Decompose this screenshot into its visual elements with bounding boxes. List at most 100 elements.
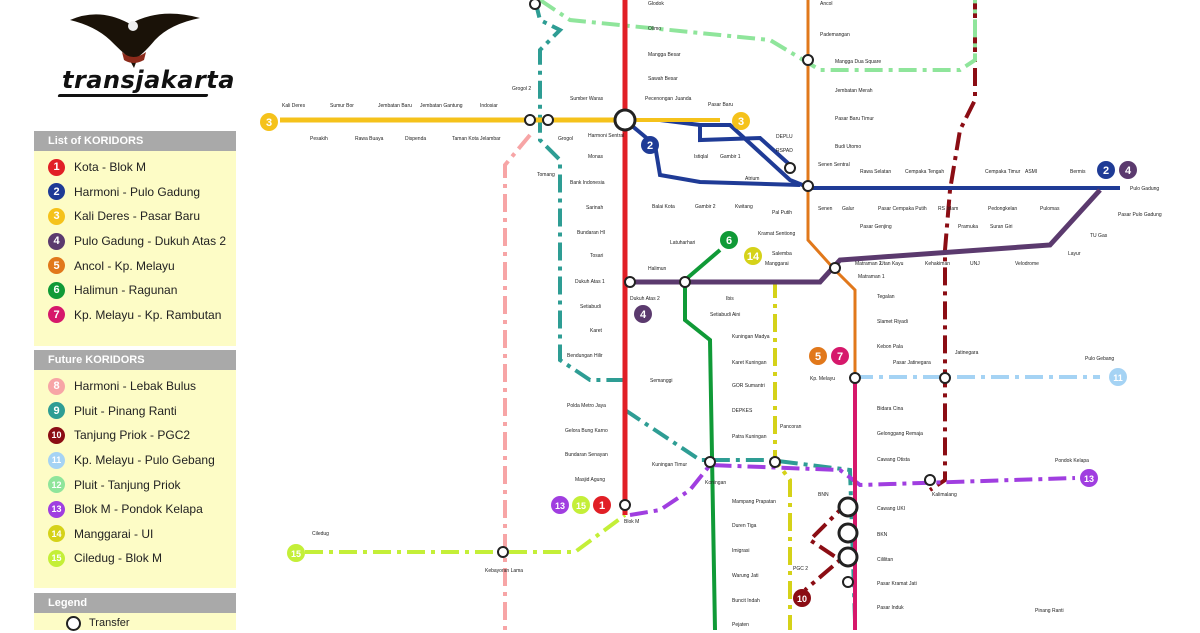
corridor-number-badge: 1 <box>48 158 65 176</box>
stn-bundaran-senayan: Bundaran Senayan <box>565 452 608 458</box>
stn-pasar-jatinegara: Pasar Jatinegara <box>893 360 931 366</box>
badge-k14: 14 <box>744 247 762 265</box>
corridor-name: Kp. Melayu - Pulo Gebang <box>74 453 215 468</box>
stn-pasar-baru-timur: Pasar Baru Timur <box>835 116 874 122</box>
stn-sarinah: Sarinah <box>586 205 603 211</box>
svg-text:2: 2 <box>1103 165 1109 177</box>
stn-budi-utomo: Budi Utomo <box>835 144 861 150</box>
badge-k5: 5 <box>809 347 827 365</box>
badge-k15-bm: 15 <box>572 496 590 514</box>
line-k6 <box>683 248 722 630</box>
stn-harmoni: Harmoni Sentral <box>588 133 624 139</box>
corridor-number-badge: 13 <box>48 500 65 518</box>
stn-atrium: Atrium <box>745 176 759 182</box>
svg-text:7: 7 <box>837 351 843 363</box>
svg-text:13: 13 <box>555 501 565 511</box>
stn-gbk: Gelora Bung Karno <box>565 428 608 434</box>
svg-text:6: 6 <box>726 235 732 247</box>
stn-layur: Layur <box>1068 251 1081 257</box>
corridor-item: 3 Kali Deres - Pasar Baru <box>34 204 236 229</box>
stn-bendungan-hilir: Bendungan Hilir <box>567 353 603 359</box>
stn-kuningan-madya: Kuningan Madya <box>732 334 770 340</box>
brand-swoosh <box>57 94 209 97</box>
corridor-name: Tanjung Priok - PGC2 <box>74 428 191 443</box>
stn-juanda: Juanda <box>675 96 692 102</box>
stn-kuningan-timur: Kuningan Timur <box>652 462 687 468</box>
stn-pedongkelan: Pedongkelan <box>988 206 1017 212</box>
stn-kehakiman: Kehakiman <box>925 261 950 267</box>
stn-jatinegara: Jatinegara <box>955 350 979 356</box>
badge-k3-west: 3 <box>260 113 278 131</box>
stn-pasar-cempaka-putih: Pasar Cempaka Putih <box>878 206 927 212</box>
svg-text:14: 14 <box>747 251 760 263</box>
corridor-number-badge: 6 <box>48 281 65 299</box>
stn-dukuh-atas-1: Dukuh Atas 1 <box>575 279 605 285</box>
stn-bkn: BKN <box>877 532 888 538</box>
corridor-name: Pulo Gadung - Dukuh Atas 2 <box>74 234 227 249</box>
stn-pondok-kelapa: Pondok Kelapa <box>1055 458 1089 464</box>
badge-k1-bm: 1 <box>593 496 611 514</box>
corridor-name: Halimun - Ragunan <box>74 283 178 298</box>
svg-text:13: 13 <box>1084 474 1094 484</box>
line-k14 <box>773 280 792 630</box>
stn-bank-indonesia: Bank Indonesia <box>570 180 605 186</box>
stn-pulomas: Pulomas <box>1040 206 1060 212</box>
corridor-name: Kali Deres - Pasar Baru <box>74 209 201 224</box>
stn-kwitang: Kwitang <box>735 204 753 210</box>
stn-monas: Monas <box>588 154 604 160</box>
corridor-number-badge: 5 <box>48 257 65 275</box>
corridor-name: Kp. Melayu - Kp. Rambutan <box>74 307 222 322</box>
svg-text:5: 5 <box>815 351 821 363</box>
stn-pulo-gadung: Pulo Gadung <box>1130 186 1159 192</box>
stn-setiabudi: Setiabudi <box>580 304 601 310</box>
stn-asmi: ASMI <box>1025 169 1037 175</box>
svg-text:10: 10 <box>797 594 807 604</box>
stn-blok-m: Blok M <box>624 519 639 525</box>
stn-pejaten: Pejaten <box>732 622 749 628</box>
stn-cililitan: Cililitan <box>877 557 893 563</box>
stn-jelambar: Jelambar <box>480 136 501 142</box>
stn-utan-kayu: Utan Kayu <box>880 261 904 267</box>
badge-k2-east: 2 <box>1097 161 1115 179</box>
corridor-number-badge: 8 <box>48 377 65 395</box>
map-badges: 3 3 2 2 4 6 14 4 5 7 11 13 13 15 1 15 10 <box>260 112 1137 607</box>
corridor-number-badge: 3 <box>48 207 65 225</box>
transfer-circle-icon <box>66 615 81 631</box>
stn-rawa-buaya: Rawa Buaya <box>355 136 384 142</box>
stn-pal-putih: Pal Putih <box>772 210 792 216</box>
badge-k4-east: 4 <box>1119 161 1137 179</box>
stn-ibis: Ibis <box>726 296 734 302</box>
corridor-name: Pluit - Pinang Ranti <box>74 403 177 418</box>
svg-text:15: 15 <box>576 501 586 511</box>
stn-kalimalang: Kalimalang <box>932 492 957 498</box>
stn-buncit-indah: Buncit Indah <box>732 598 760 604</box>
stn-glodok: Glodok <box>648 1 664 7</box>
stn-kebayoran-lama: Kebayoran Lama <box>485 568 523 574</box>
stn-manggarai: Manggarai <box>765 261 789 267</box>
stn-senen: Senen <box>818 206 833 212</box>
stn-balai-kota: Balai Kota <box>652 204 675 210</box>
stn-jembatan-merah: Jembatan Merah <box>835 88 873 94</box>
stn-bnn: BNN <box>818 492 829 498</box>
corridor-name: Manggarai - UI <box>74 526 154 541</box>
corridor-name: Harmoni - Pulo Gadung <box>74 184 201 199</box>
corridor-name: Blok M - Pondok Kelapa <box>74 502 203 517</box>
legend-panel: Legend Transfer <box>34 593 236 631</box>
stn-indosiar: Indosiar <box>480 103 498 109</box>
stn-imigrasi: Imigrasi <box>732 548 750 554</box>
stn-olimo: Olimo <box>648 26 661 32</box>
stn-cawang-uki: Cawang UKI <box>877 506 905 512</box>
stn-cempaka-tengah: Cempaka Tengah <box>905 169 944 175</box>
badge-k6: 6 <box>720 231 738 249</box>
stn-patra-kuningan: Patra Kuningan <box>732 434 767 440</box>
stn-latuharhari: Latuharhari <box>670 240 695 246</box>
